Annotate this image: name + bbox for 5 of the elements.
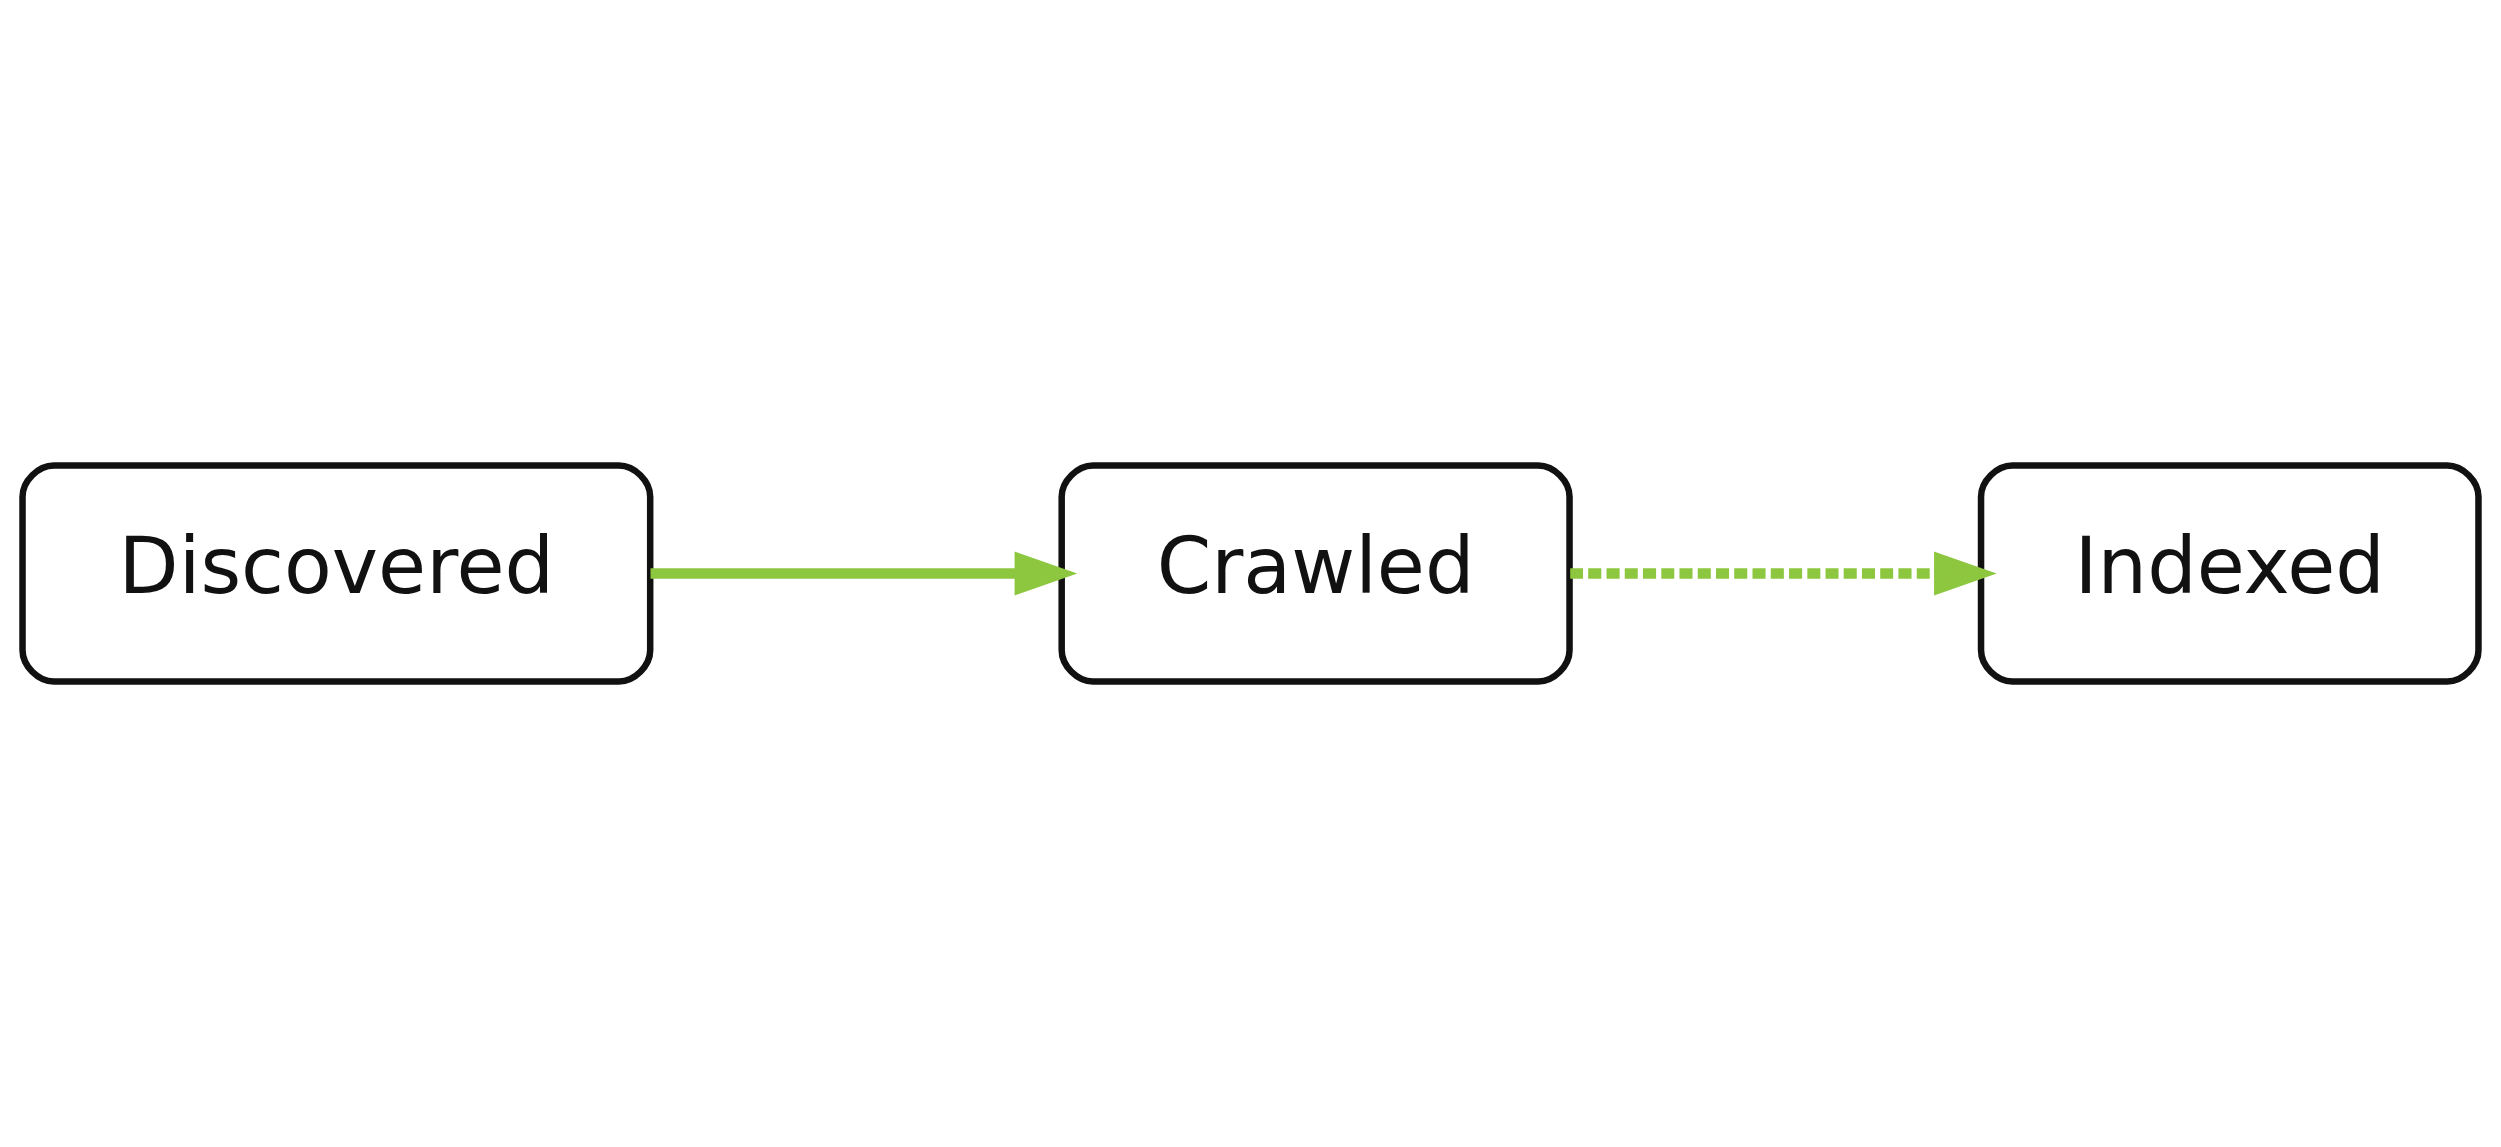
arrow <box>1570 551 1997 596</box>
node-box: Crawled <box>1058 462 1573 685</box>
node-box: Indexed <box>1977 462 2482 685</box>
arrow <box>650 551 1078 596</box>
node-box: Discovered <box>19 462 654 685</box>
